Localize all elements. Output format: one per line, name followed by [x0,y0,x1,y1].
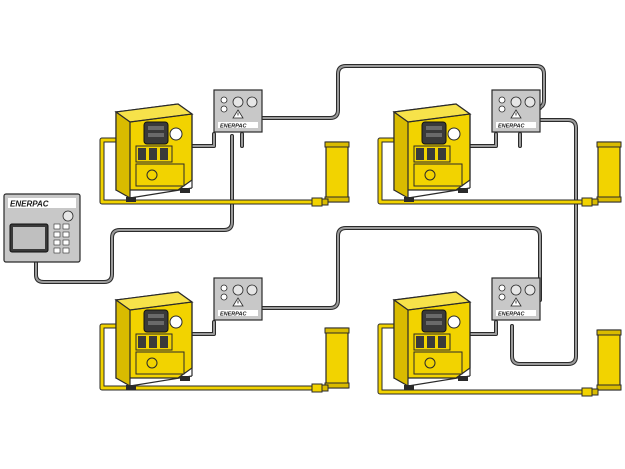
control-box-bottom-left: ENERPAC [213,277,263,321]
control-box-bottom-right: ENERPAC [491,277,541,321]
cylinder-top-right [596,141,622,203]
control-cables [34,64,578,366]
controller-brand-label: ENERPAC [10,200,49,209]
control-box-brand-label: ENERPAC [220,312,248,318]
cylinder-top-left [324,141,350,203]
cylinder-bottom-left [324,327,350,389]
coupler-bottom-right [581,387,599,397]
coupler-bottom-left [311,383,329,393]
master-controller: ENERPAC [3,193,81,263]
coupler-top-right [581,197,599,207]
pump-unit-top-left [115,103,193,203]
cylinder-bottom-right [596,329,622,391]
control-box-brand-label: ENERPAC [220,124,248,130]
hydraulic-hoses [99,137,585,395]
control-box-top-left: ENERPAC [213,89,263,133]
pump-unit-top-right [393,103,471,203]
pump-unit-bottom-right [393,291,471,391]
control-box-brand-label: ENERPAC [498,124,526,130]
pump-unit-bottom-left [115,291,193,391]
control-box-top-right: ENERPAC [491,89,541,133]
coupler-top-left [311,197,329,207]
control-box-brand-label: ENERPAC [498,312,526,318]
